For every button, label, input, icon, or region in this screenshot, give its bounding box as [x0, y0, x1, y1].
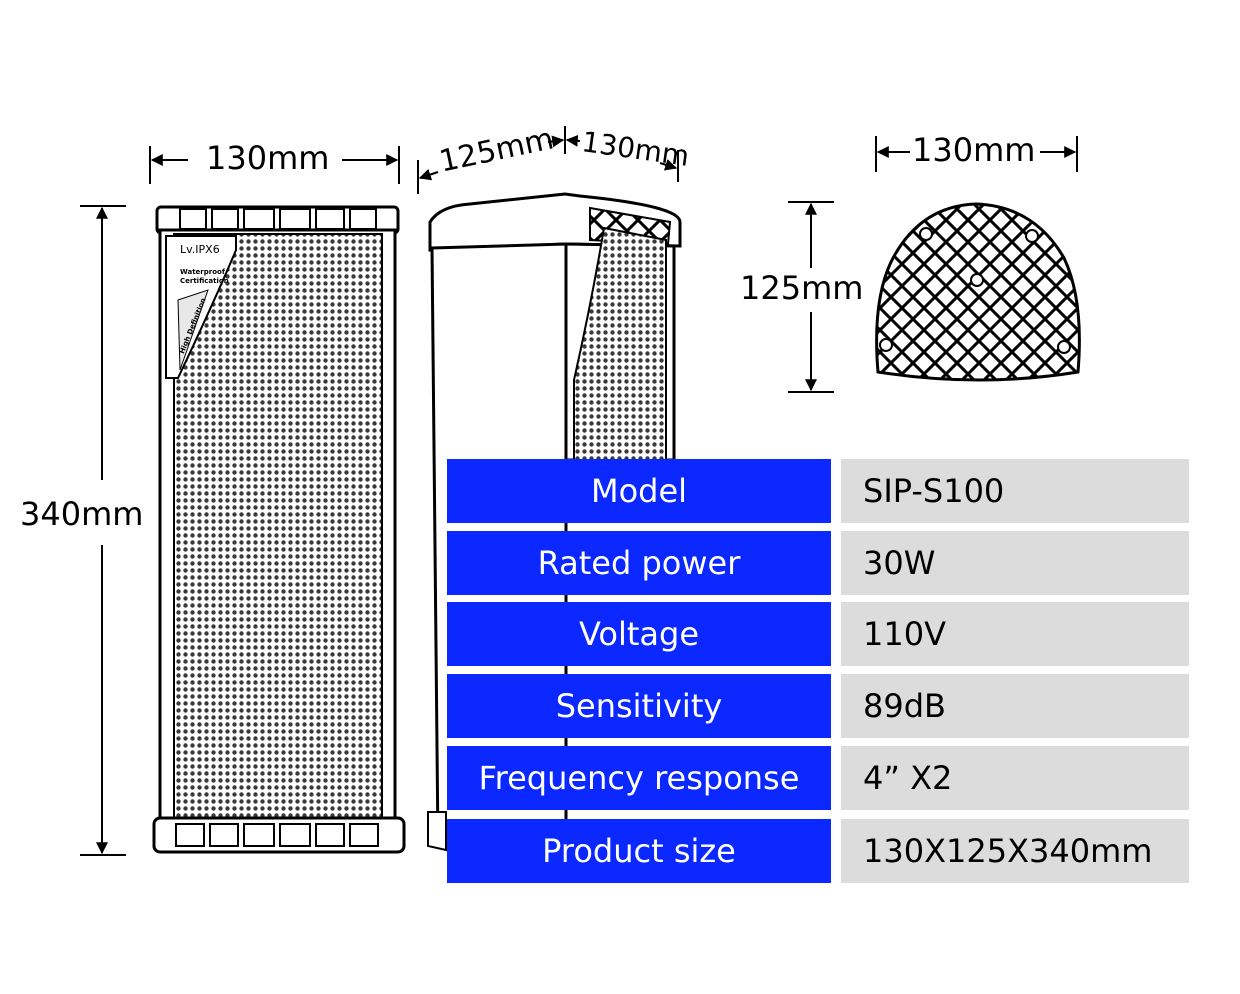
spec-row-rated-power: Rated power 30W — [447, 531, 1189, 595]
front-width-label: 130mm — [206, 139, 330, 177]
spec-value: 30W — [841, 531, 1189, 595]
spec-label: Model — [447, 459, 831, 523]
spec-row-product-size: Product size 130X125X340mm — [447, 819, 1189, 883]
spec-label: Voltage — [447, 602, 831, 666]
spec-row-model: Model SIP-S100 — [447, 459, 1189, 523]
spec-row-voltage: Voltage 110V — [447, 602, 1189, 666]
spec-label: Product size — [447, 819, 831, 883]
spec-value: SIP-S100 — [841, 459, 1189, 523]
spec-value: 4” X2 — [841, 746, 1189, 810]
spec-value: 89dB — [841, 674, 1189, 738]
spec-value: 130X125X340mm — [841, 819, 1189, 883]
spec-value: 110V — [841, 602, 1189, 666]
certification-line2: Certification — [180, 277, 229, 285]
spec-row-sensitivity: Sensitivity 89dB — [447, 674, 1189, 738]
ipx-rating-label: Lv.IPX6 — [180, 243, 220, 256]
top-view — [788, 136, 1081, 393]
spec-label: Rated power — [447, 531, 831, 595]
spec-label: Frequency response — [447, 746, 831, 810]
front-view — [80, 146, 406, 856]
certification-line1: Waterproof — [180, 268, 225, 276]
spec-row-frequency-response: Frequency response 4” X2 — [447, 746, 1189, 810]
spec-label: Sensitivity — [447, 674, 831, 738]
top-depth-label: 125mm — [740, 269, 864, 307]
height-label: 340mm — [20, 495, 144, 533]
top-width-label: 130mm — [912, 131, 1036, 169]
